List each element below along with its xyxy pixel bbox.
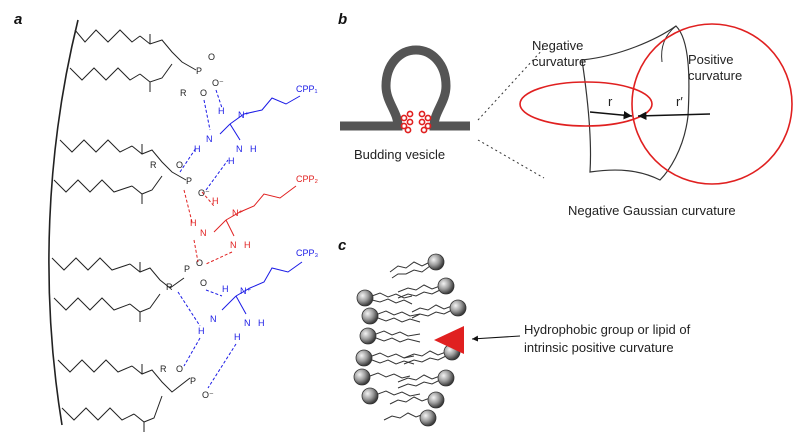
r-prime-label: r′ <box>676 94 683 109</box>
svg-text:H: H <box>258 318 265 328</box>
svg-text:H: H <box>222 284 229 294</box>
svg-text:N: N <box>210 314 217 324</box>
svg-text:N: N <box>230 240 237 250</box>
svg-text:R: R <box>160 364 167 374</box>
svg-text:H: H <box>194 144 201 154</box>
negative-curvature-label-2: curvature <box>532 54 586 69</box>
svg-text:N⁺: N⁺ <box>238 110 249 120</box>
acyl-chains <box>51 29 141 421</box>
guanidinium-cpp3: H N⁺ N H N H H CPP₃ <box>198 248 319 342</box>
svg-text:N⁺: N⁺ <box>240 286 251 296</box>
r-label: r <box>608 94 613 109</box>
svg-text:H: H <box>228 156 235 166</box>
cpp2-label: CPP₂ <box>296 174 319 184</box>
positive-curvature-circle <box>631 23 793 185</box>
svg-text:N: N <box>236 144 243 154</box>
svg-text:N: N <box>206 134 213 144</box>
lipid-tails <box>369 261 453 421</box>
panel-label-a: a <box>14 11 22 28</box>
svg-text:N⁺: N⁺ <box>232 208 243 218</box>
svg-text:N: N <box>244 318 251 328</box>
zoom-guides <box>477 47 545 179</box>
positive-curvature-label-1: Positive <box>688 52 734 67</box>
r-arrow <box>589 111 633 120</box>
saddle-diagram <box>519 23 793 185</box>
svg-text:O: O <box>196 258 203 268</box>
phosphate-atoms: P P P P O O⁻ O R O⁻ O R O O R O⁻ O R <box>150 52 224 400</box>
gaussian-curvature-caption: Negative Gaussian curvature <box>568 203 736 218</box>
annotation-arrow <box>471 335 521 342</box>
cpp3-label: CPP₃ <box>296 248 319 258</box>
svg-text:O: O <box>176 160 183 170</box>
svg-text:O⁻: O⁻ <box>198 188 210 198</box>
svg-text:O⁻: O⁻ <box>202 390 214 400</box>
lipid-cluster-right <box>418 110 432 134</box>
svg-text:H: H <box>244 240 251 250</box>
budding-vesicle <box>340 45 470 134</box>
svg-text:H: H <box>250 144 257 154</box>
svg-text:R: R <box>150 160 157 170</box>
hydrophobic-annotation-2: intrinsic positive curvature <box>524 340 674 355</box>
membrane-boundary <box>48 19 79 426</box>
glycerol-backbones <box>129 34 197 432</box>
budding-vesicle-label: Budding vesicle <box>354 147 445 162</box>
negative-curvature-label-1: Negative <box>532 38 583 53</box>
positive-curvature-wedge <box>434 326 464 354</box>
svg-text:P: P <box>190 376 196 386</box>
positive-curvature-label-2: curvature <box>688 68 742 83</box>
svg-text:R: R <box>166 282 173 292</box>
svg-text:O: O <box>200 88 207 98</box>
svg-text:O: O <box>176 364 183 374</box>
svg-text:O: O <box>208 52 215 62</box>
svg-text:P: P <box>184 264 190 274</box>
hydrophobic-annotation-1: Hydrophobic group or lipid of <box>524 322 691 337</box>
lipid-cluster-left <box>400 110 414 134</box>
svg-text:O⁻: O⁻ <box>212 78 224 88</box>
svg-text:H: H <box>190 218 197 228</box>
panel-label-c: c <box>338 237 347 254</box>
svg-text:R: R <box>180 88 187 98</box>
svg-text:P: P <box>196 66 202 76</box>
svg-text:H: H <box>234 332 241 342</box>
svg-text:H: H <box>218 106 225 116</box>
svg-text:N: N <box>200 228 207 238</box>
svg-text:O: O <box>200 278 207 288</box>
svg-text:H: H <box>198 326 205 336</box>
negative-curvature-circle <box>519 81 653 127</box>
hydrogen-bonds <box>177 89 237 389</box>
panel-a-structure: P P P P O O⁻ O R O⁻ O R O O R O⁻ O R <box>48 19 319 432</box>
guanidinium-cpp1: H N⁺ N H N H H CPP₁ <box>194 84 318 166</box>
panel-label-b: b <box>338 11 347 28</box>
cpp1-label: CPP₁ <box>296 84 318 94</box>
lipid-leaflet-diagram <box>353 253 467 427</box>
svg-text:P: P <box>186 176 192 186</box>
guanidinium-cpp2: H N⁺ N H N H CPP₂ <box>190 174 319 250</box>
r-prime-arrow <box>637 111 711 120</box>
svg-text:H: H <box>212 196 219 206</box>
